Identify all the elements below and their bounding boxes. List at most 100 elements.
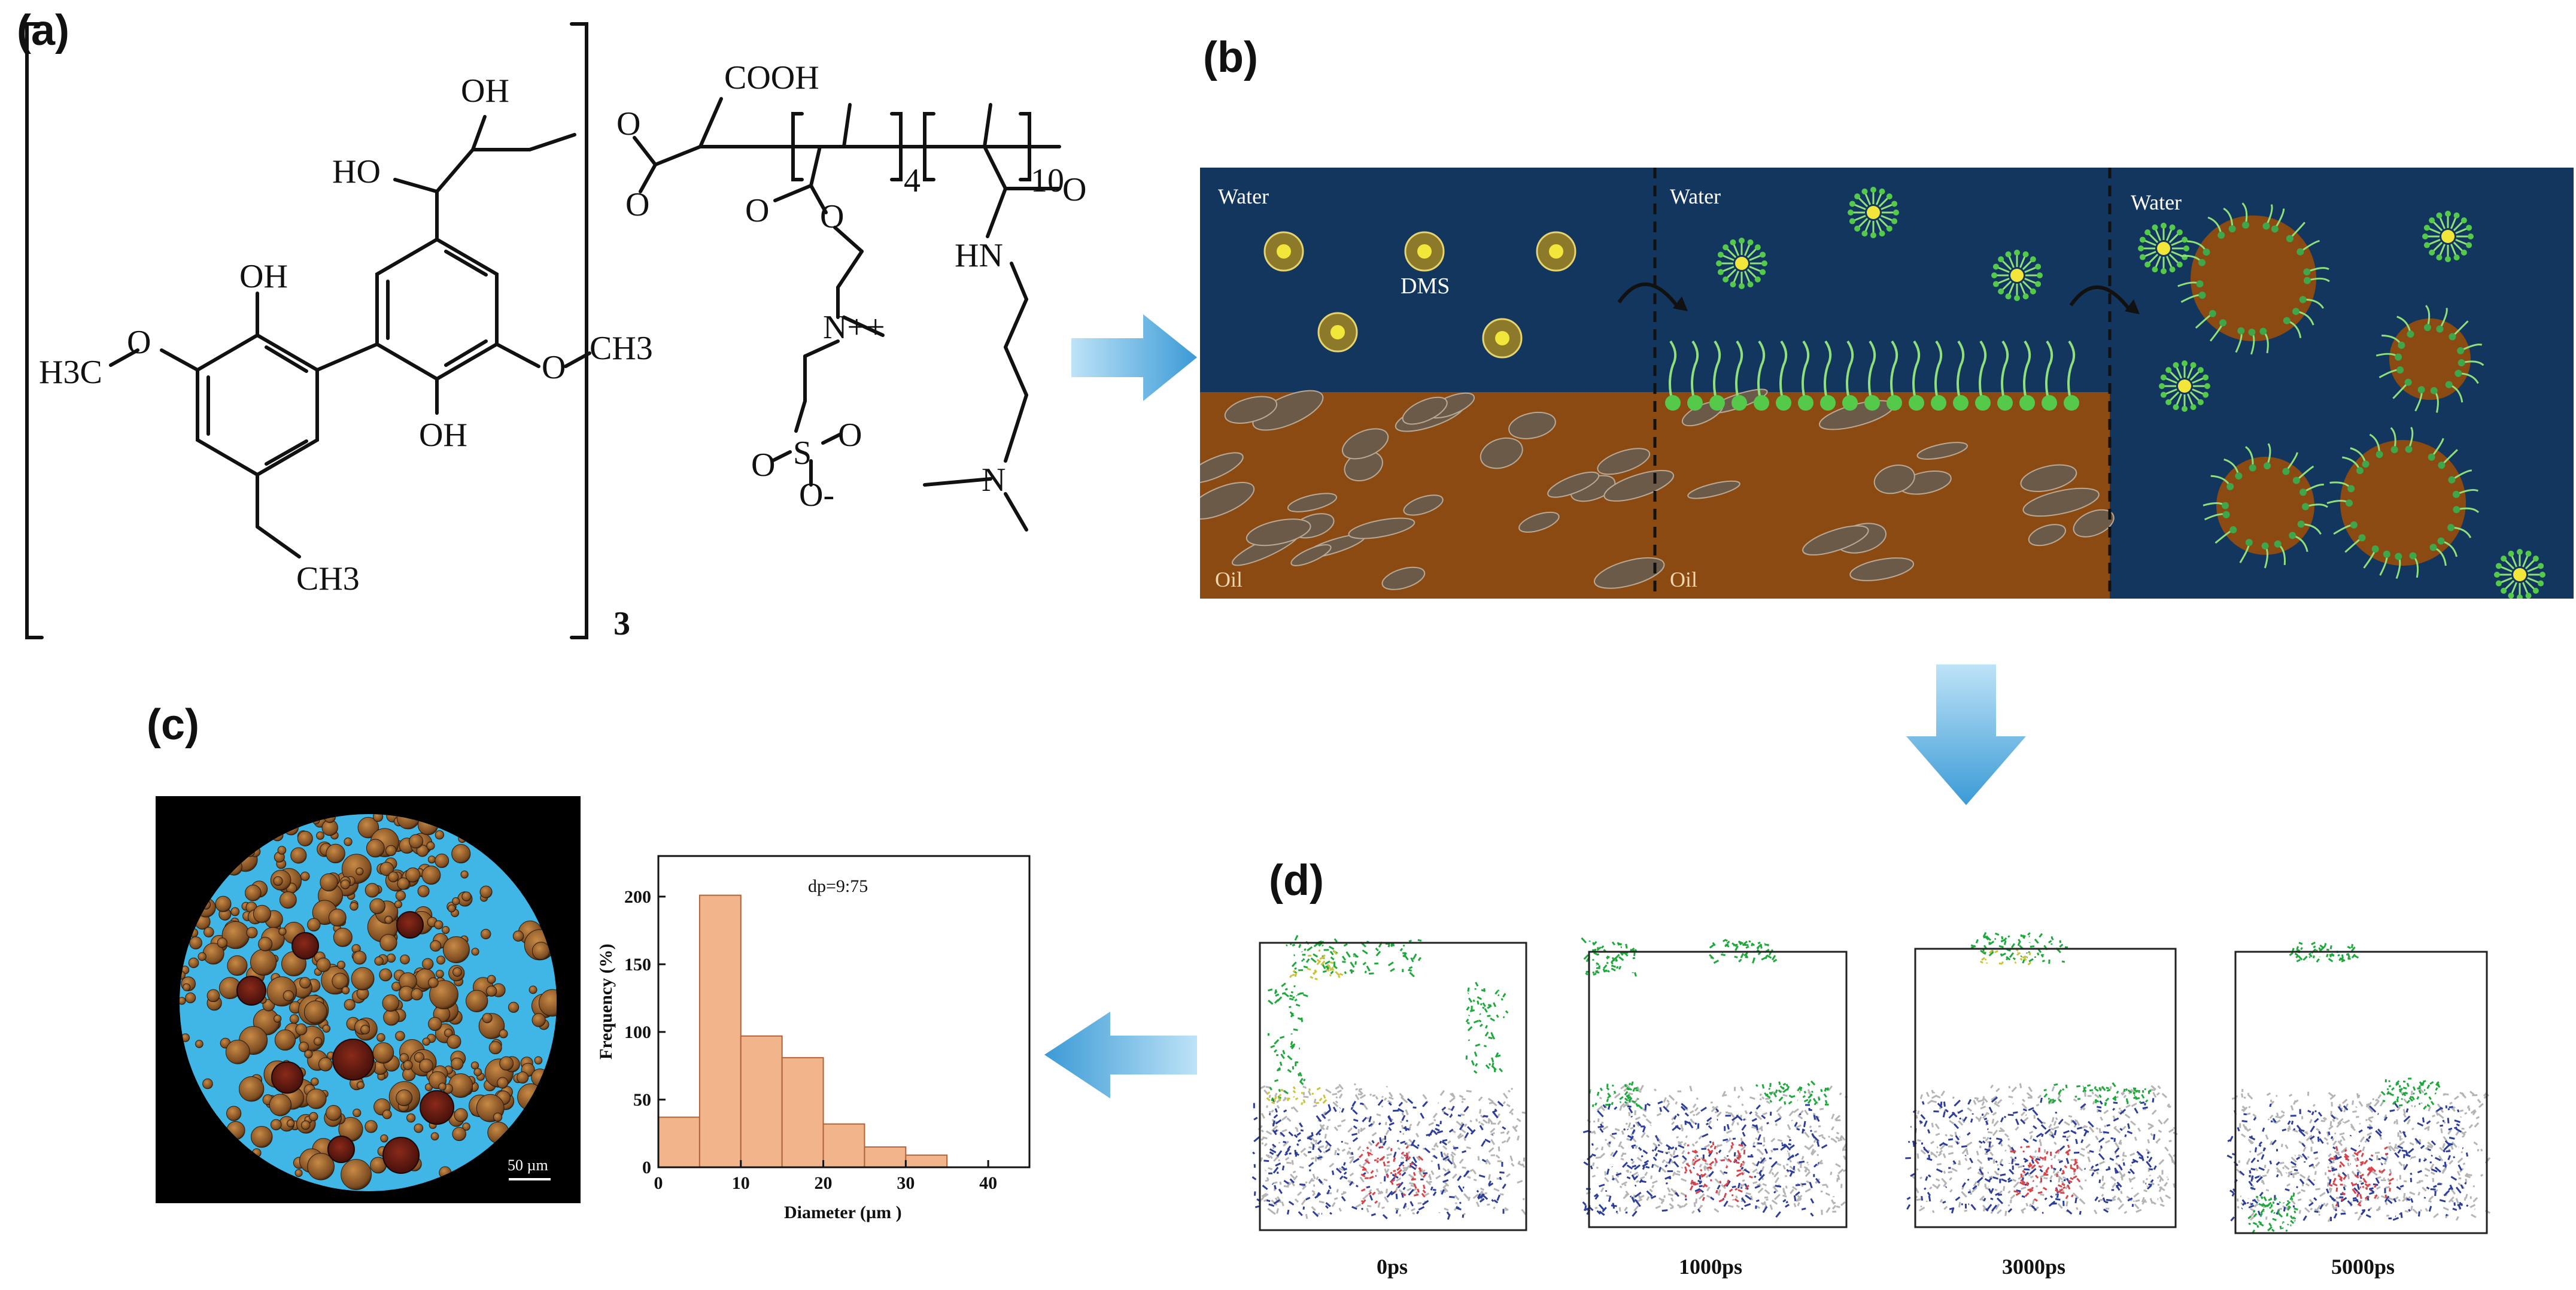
emulsion-droplet	[466, 990, 488, 1012]
emulsion-droplet	[317, 958, 330, 972]
emulsion-droplet	[365, 1121, 377, 1133]
micelle	[1991, 250, 2043, 301]
emulsion-droplet	[366, 839, 384, 857]
surfactant-molecule	[2064, 395, 2079, 411]
emulsion-droplet	[341, 880, 350, 889]
emulsion-droplet	[314, 1037, 322, 1045]
emulsion-droplet	[430, 940, 441, 951]
emulsion-droplet	[380, 934, 397, 951]
emulsion-droplet	[231, 907, 239, 916]
time-label-0: 0ps	[1377, 1255, 1408, 1279]
emulsion-droplet	[181, 1034, 189, 1042]
emulsion-droplet	[429, 978, 439, 988]
emulsion-droplet	[333, 928, 352, 946]
emulsion-droplet	[418, 815, 438, 834]
chemical-structure: OH HO OH OH H3C O O CH3 CH3 O O COOH O O…	[0, 0, 1137, 658]
emulsion-droplet	[386, 845, 396, 855]
emulsion-droplet	[388, 872, 399, 882]
emulsion-droplet	[384, 1009, 399, 1025]
md-snapshot-box	[2227, 942, 2490, 1234]
emulsion-droplet	[311, 1078, 319, 1086]
emulsion-droplet	[323, 1025, 330, 1032]
group-o-amide: O	[1062, 171, 1086, 208]
emulsion-droplet	[442, 927, 449, 934]
surfactant-molecule	[1820, 395, 1836, 411]
emulsion-droplet	[245, 885, 262, 901]
emulsion-droplet	[508, 1002, 518, 1012]
emulsion-droplet	[418, 885, 429, 897]
surfactant-molecule	[1754, 395, 1769, 411]
emulsion-droplet	[375, 957, 383, 965]
emulsion-droplet	[373, 1043, 394, 1064]
time-label-3: 5000ps	[2331, 1255, 2395, 1279]
micelle	[2422, 211, 2474, 262]
surfactant-molecule	[1798, 395, 1813, 411]
emulsion-droplet	[290, 1015, 299, 1024]
emulsion-droplet	[320, 873, 338, 891]
emulsion-droplet	[278, 846, 286, 855]
micelle	[2159, 360, 2210, 412]
emulsion-droplet	[287, 1120, 294, 1127]
emulsion-droplet	[357, 1082, 364, 1089]
emulsion-droplet	[487, 975, 496, 984]
label-dms: DMS	[1401, 274, 1450, 299]
group-h3c: H3C	[39, 354, 102, 391]
subscript-block-10: 10	[1031, 162, 1064, 199]
y-tick-label: 100	[624, 1022, 651, 1042]
emulsion-droplet	[329, 909, 346, 926]
emulsion-droplet	[227, 1121, 245, 1139]
emulsion-droplet	[493, 1113, 502, 1121]
emulsion-droplet	[350, 902, 358, 910]
emulsion-droplet	[500, 1057, 514, 1070]
emulsion-droplet	[480, 886, 492, 898]
md-snapshot-box	[1252, 935, 1526, 1230]
emulsion-droplet	[296, 1024, 307, 1035]
emulsion-droplet	[245, 848, 255, 857]
x-axis-label: Diameter (µm )	[784, 1203, 902, 1222]
emulsion-droplet	[300, 872, 309, 881]
emulsion-droplet	[190, 937, 202, 949]
emulsion-droplet	[280, 892, 297, 909]
emulsion-droplet	[272, 830, 283, 841]
emulsion-droplet	[247, 927, 257, 938]
dms-molecule	[1405, 232, 1444, 271]
emulsion-droplet	[539, 989, 566, 1016]
emulsion-droplet	[251, 1126, 272, 1147]
emulsion-droplet	[226, 859, 242, 875]
emulsion-droplet	[497, 1077, 508, 1088]
emulsion-droplet	[353, 951, 366, 964]
emulsion-droplet	[453, 967, 462, 976]
emulsion-droplet	[271, 1119, 281, 1130]
group-ch3-right: CH3	[590, 330, 653, 367]
surfactant-molecule	[1887, 395, 1902, 411]
subscript-block-4: 4	[904, 162, 921, 199]
emulsion-droplet	[344, 999, 355, 1010]
emulsion-droplet	[396, 891, 405, 900]
surfactant-molecule	[1731, 395, 1747, 411]
emulsion-droplet	[488, 1122, 509, 1143]
emulsion-droplet	[284, 821, 298, 835]
emulsion-droplet	[306, 1089, 326, 1109]
group-n-plus: N++	[823, 309, 885, 346]
emulsion-droplet	[439, 1167, 451, 1179]
emulsion-droplet	[189, 928, 198, 937]
surfactant-molecule	[1975, 395, 1991, 411]
micrograph-panel: 50 µm	[156, 796, 581, 1203]
emulsion-droplet	[449, 1073, 473, 1097]
emulsion-droplet	[373, 812, 382, 821]
emulsion-droplet	[385, 916, 393, 924]
md-snapshot-box	[1905, 933, 2177, 1227]
emulsion-droplet	[400, 955, 409, 964]
emulsion-droplet	[431, 1133, 439, 1140]
emulsion-droplet	[309, 1112, 318, 1121]
emulsion-droplet	[513, 931, 523, 941]
surfactant-molecule	[1665, 395, 1681, 411]
emulsion-droplet	[308, 918, 320, 931]
emulsion-droplet	[382, 1110, 391, 1119]
emulsion-droplet	[177, 972, 185, 979]
surfactant-molecule	[1931, 395, 1946, 411]
emulsion-droplet	[361, 1025, 370, 1034]
emulsion-droplet	[377, 1033, 385, 1042]
emulsion-droplet	[291, 848, 306, 863]
